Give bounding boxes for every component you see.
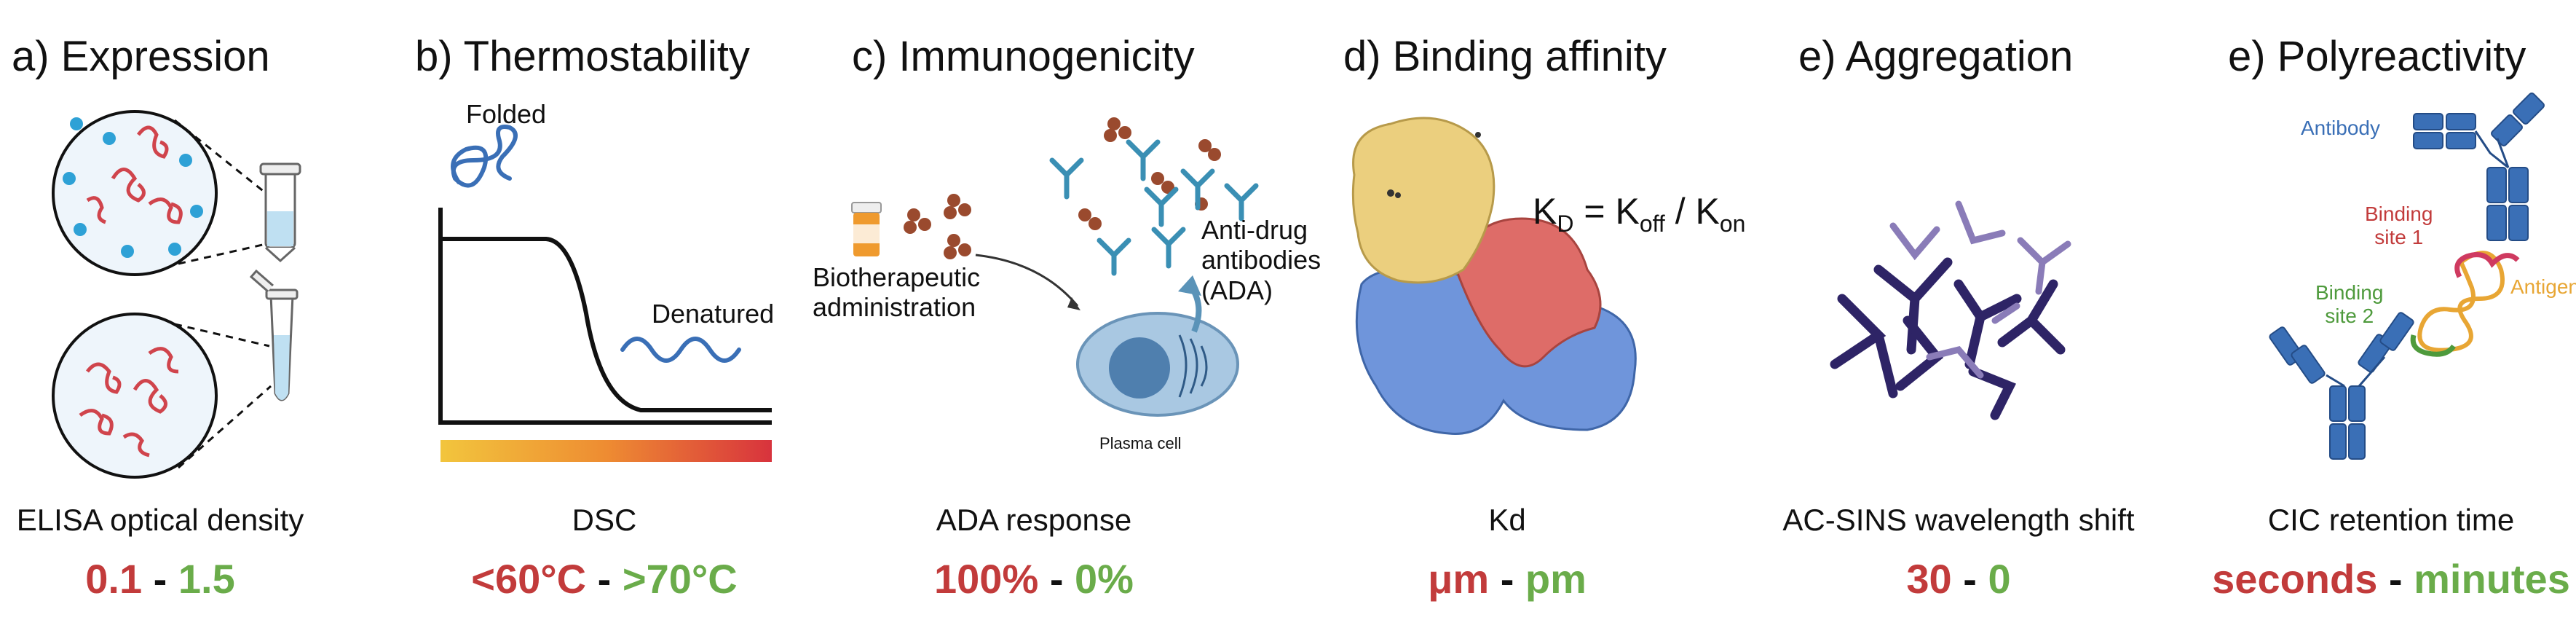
range-low: seconds — [2212, 556, 2378, 602]
range-high: minutes — [2414, 556, 2570, 602]
metric-label: Kd — [1488, 503, 1526, 537]
pill-bottle-icon — [851, 202, 882, 256]
range-high: 0% — [1075, 556, 1134, 602]
range-separator: - — [2388, 556, 2414, 602]
metric-range: 0.1 - 1.5 — [7, 555, 313, 603]
panel-polyreactivity: e) Polyreactivity Antibody Bindin — [2206, 0, 2576, 628]
thermostability-curve — [438, 125, 772, 462]
metric-label: AC-SINS wavelength shift — [1782, 503, 2135, 537]
plasma-cell-label: Plasma cell — [1099, 434, 1182, 452]
panel-title: b) Thermostability — [415, 33, 750, 80]
panel-immunogenicity: c) Immunogenicity — [808, 0, 1347, 628]
panel-aggregation: e) Aggregation AC-SINS wavelength shift … — [1762, 0, 2155, 628]
kd-formula: KD = Koff / Kon — [1533, 191, 1746, 237]
metric-range: 30 - 0 — [1762, 555, 2155, 603]
range-separator: - — [153, 556, 178, 602]
denatured-label: Denatured — [652, 299, 775, 329]
panel-title: c) Immunogenicity — [852, 33, 1195, 80]
panel-title: e) Aggregation — [1798, 33, 2074, 80]
panel-title: a) Expression — [12, 33, 270, 80]
range-high: 0 — [1988, 556, 2011, 602]
range-separator: - — [1500, 556, 1525, 602]
metric-label: ELISA optical density — [16, 503, 304, 537]
folded-label: Folded — [466, 99, 547, 129]
range-low: μm — [1428, 556, 1490, 602]
range-separator: - — [1963, 556, 1988, 602]
panel-binding-affinity: d) Binding affinity KD = Koff / Kon Kd μ… — [1332, 0, 1745, 628]
range-separator: - — [1049, 556, 1075, 602]
metric-label: DSC — [572, 503, 637, 537]
range-low: <60°C — [471, 556, 587, 602]
panel-title: d) Binding affinity — [1343, 33, 1667, 80]
panel-title: e) Polyreactivity — [2228, 33, 2526, 80]
range-high: pm — [1525, 556, 1587, 602]
panel-expression: a) Expression — [0, 0, 379, 628]
antigen-label: Antigen — [2510, 275, 2576, 298]
metric-label: ADA response — [936, 503, 1132, 537]
metric-range: 100% - 0% — [866, 555, 1201, 603]
binding-site-1-label: Binding site 1 — [2365, 203, 2433, 249]
metric-range: μm - pm — [1362, 555, 1653, 603]
panel-thermostability: b) Thermostability Folded Denatured DSC … — [408, 0, 801, 628]
range-low: 0.1 — [85, 556, 143, 602]
expression-illustration — [52, 110, 301, 479]
biotherapeutic-label: Biotherapeutic administration — [813, 262, 981, 323]
range-low: 30 — [1906, 556, 1952, 602]
ada-label: Anti-drug antibodies (ADA) — [1201, 215, 1321, 305]
polyreactivity-illustration — [2269, 93, 2545, 460]
protein-complex-structure — [1351, 117, 1637, 435]
antibody-aggregate-illustration — [1830, 200, 2071, 420]
metric-range: <60°C - >70°C — [437, 555, 772, 603]
antigen-icon — [2417, 251, 2505, 353]
range-low: 100% — [934, 556, 1039, 602]
denatured-protein-icon — [620, 337, 741, 363]
immunogenicity-illustration — [851, 117, 1259, 417]
metric-range: seconds - minutes — [2206, 555, 2576, 603]
binding-site-2-label: Binding site 2 — [2315, 281, 2384, 328]
temperature-gradient-bar — [440, 440, 772, 462]
range-separator: - — [597, 556, 623, 602]
antibody-label: Antibody — [2301, 117, 2380, 139]
metric-label: CIC retention time — [2267, 503, 2515, 537]
folded-protein-icon — [451, 125, 518, 188]
range-high: >70°C — [622, 556, 738, 602]
range-high: 1.5 — [178, 556, 235, 602]
